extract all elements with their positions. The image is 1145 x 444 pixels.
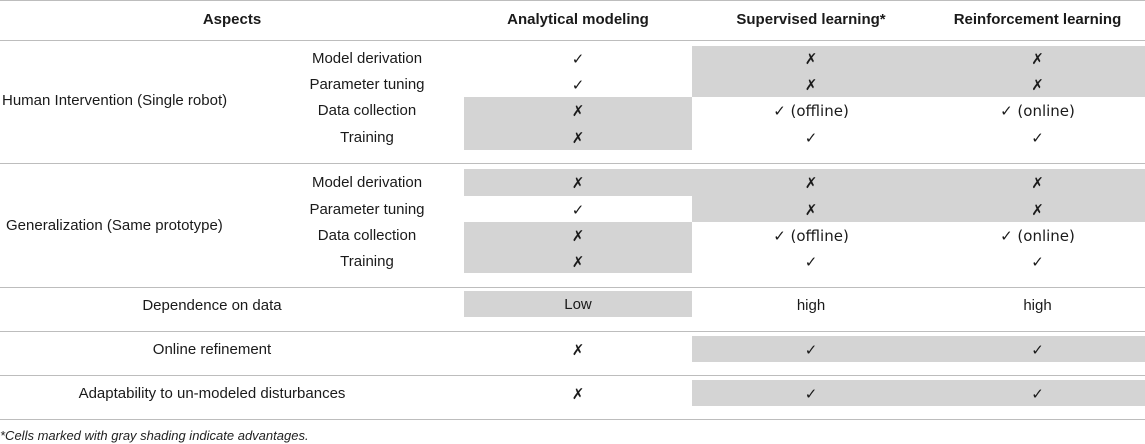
cell-supervised: ✓ (804, 385, 818, 403)
cell-analytical: ✗ (571, 174, 585, 192)
cell-reinforcement: ✓ (1031, 129, 1044, 147)
cell-analytical: ✗ (571, 102, 585, 120)
cell-analytical: ✗ (571, 341, 585, 359)
group-rule (0, 287, 1145, 288)
cell-reinforcement: ✗ (1031, 174, 1044, 192)
cell-reinforcement: ✗ (1031, 76, 1044, 94)
header-supervised-learning: Supervised learning* (736, 11, 886, 28)
cell-reinforcement: ✓ (1031, 341, 1044, 359)
row-sub-label: Training (340, 253, 394, 270)
row-label: Adaptability to un-modeled disturbances (78, 385, 346, 402)
bottom-rule (0, 419, 1145, 420)
group-label: Human Intervention (Single robot) (2, 92, 228, 109)
cell-analytical: ✗ (571, 227, 585, 245)
cell-supervised: ✗ (804, 50, 818, 68)
footnote: *Cells marked with gray shading indicate… (0, 428, 309, 443)
cell-supervised: ✓ (804, 341, 818, 359)
cell-analytical: Low (564, 296, 592, 313)
shade-cell (464, 169, 692, 196)
row-sub-label: Training (340, 129, 394, 146)
row-sub-label: Model derivation (311, 50, 423, 67)
row-sub-label: Data collection (317, 227, 417, 244)
shade-cell (692, 380, 1145, 406)
cell-analytical: ✓ (571, 76, 585, 94)
header-aspects: Aspects (202, 11, 262, 28)
header-reinforcement-learning: Reinforcement learning (953, 11, 1122, 28)
cell-analytical: ✓ (571, 201, 585, 219)
cell-analytical: ✗ (571, 253, 585, 271)
cell-reinforcement: ✓ (1031, 385, 1044, 403)
header-rule (0, 40, 1145, 41)
shade-cell (692, 196, 1145, 222)
row-sub-label: Data collection (317, 102, 417, 119)
cell-analytical: ✓ (571, 50, 585, 68)
row-label: Dependence on data (142, 297, 282, 314)
row-sub-label: Parameter tuning (309, 201, 425, 218)
cell-reinforcement: ✓ (1031, 253, 1044, 271)
cell-reinforcement: high (1023, 297, 1052, 314)
shade-cell (692, 46, 1145, 72)
shade-cell (464, 123, 692, 150)
row-label: Online refinement (152, 341, 272, 358)
shade-cell (464, 248, 692, 273)
cell-supervised: ✗ (804, 201, 818, 219)
shade-cell (692, 72, 1145, 97)
cell-reinforcement: ✗ (1031, 201, 1044, 219)
header-analytical-modeling: Analytical modeling (507, 11, 649, 28)
cell-reinforcement: ✗ (1031, 50, 1044, 68)
row-sub-label: Model derivation (311, 174, 423, 191)
cell-supervised: ✓ (offline) (773, 227, 849, 245)
top-rule (0, 0, 1145, 1)
cell-supervised: ✗ (804, 174, 818, 192)
row-rule (0, 331, 1145, 332)
cell-reinforcement: ✓ (online) (1000, 227, 1075, 245)
shade-cell (464, 222, 692, 248)
cell-supervised: ✓ (804, 129, 818, 147)
cell-analytical: ✗ (571, 129, 585, 147)
group-label: Generalization (Same prototype) (6, 217, 223, 234)
cell-supervised: high (796, 297, 826, 314)
shade-cell (464, 291, 692, 317)
cell-supervised: ✗ (804, 76, 818, 94)
cell-analytical: ✗ (571, 385, 585, 403)
cell-reinforcement: ✓ (online) (1000, 102, 1075, 120)
shade-cell (692, 169, 1145, 196)
cell-supervised: ✓ (804, 253, 818, 271)
row-rule (0, 375, 1145, 376)
cell-supervised: ✓ (offline) (773, 102, 849, 120)
row-sub-label: Parameter tuning (309, 76, 425, 93)
shade-cell (692, 336, 1145, 362)
shade-cell (464, 97, 692, 123)
group-rule (0, 163, 1145, 164)
